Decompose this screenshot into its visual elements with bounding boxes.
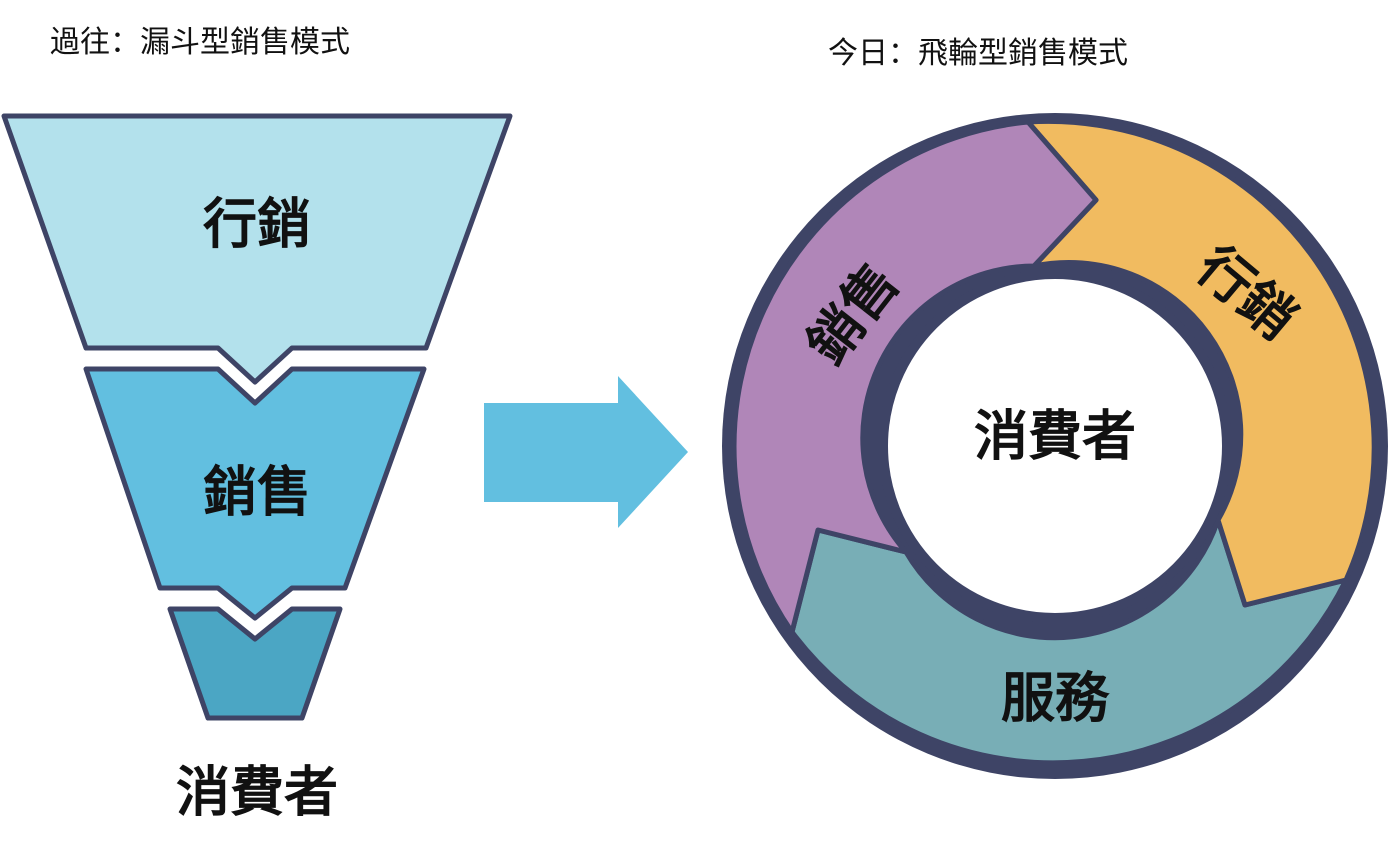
flywheel-segment-service-label: 服務 (1001, 667, 1110, 730)
funnel-stage-sales-label: 銷售 (203, 461, 311, 524)
funnel-stage-bottom (167, 606, 343, 721)
transition-arrow (484, 376, 688, 528)
funnel-stage-marketing (1, 113, 513, 385)
flywheel-segment-marketing (1025, 118, 1377, 608)
flywheel: 消費者 行銷 銷售 服務 (722, 113, 1388, 779)
funnel-bottom-label: 消費者 (176, 761, 338, 824)
flywheel-segment-sales (731, 119, 1099, 635)
funnel-title: 過往：漏斗型銷售模式 (50, 25, 350, 60)
funnel-stage-sales (83, 366, 427, 621)
flywheel-hub (878, 269, 1232, 623)
flywheel-title: 今日：飛輪型銷售模式 (828, 36, 1128, 71)
flywheel-segment-service (789, 517, 1349, 766)
flywheel-center-label: 消費者 (974, 405, 1136, 468)
funnel-stage-marketing-label: 行銷 (203, 193, 311, 256)
